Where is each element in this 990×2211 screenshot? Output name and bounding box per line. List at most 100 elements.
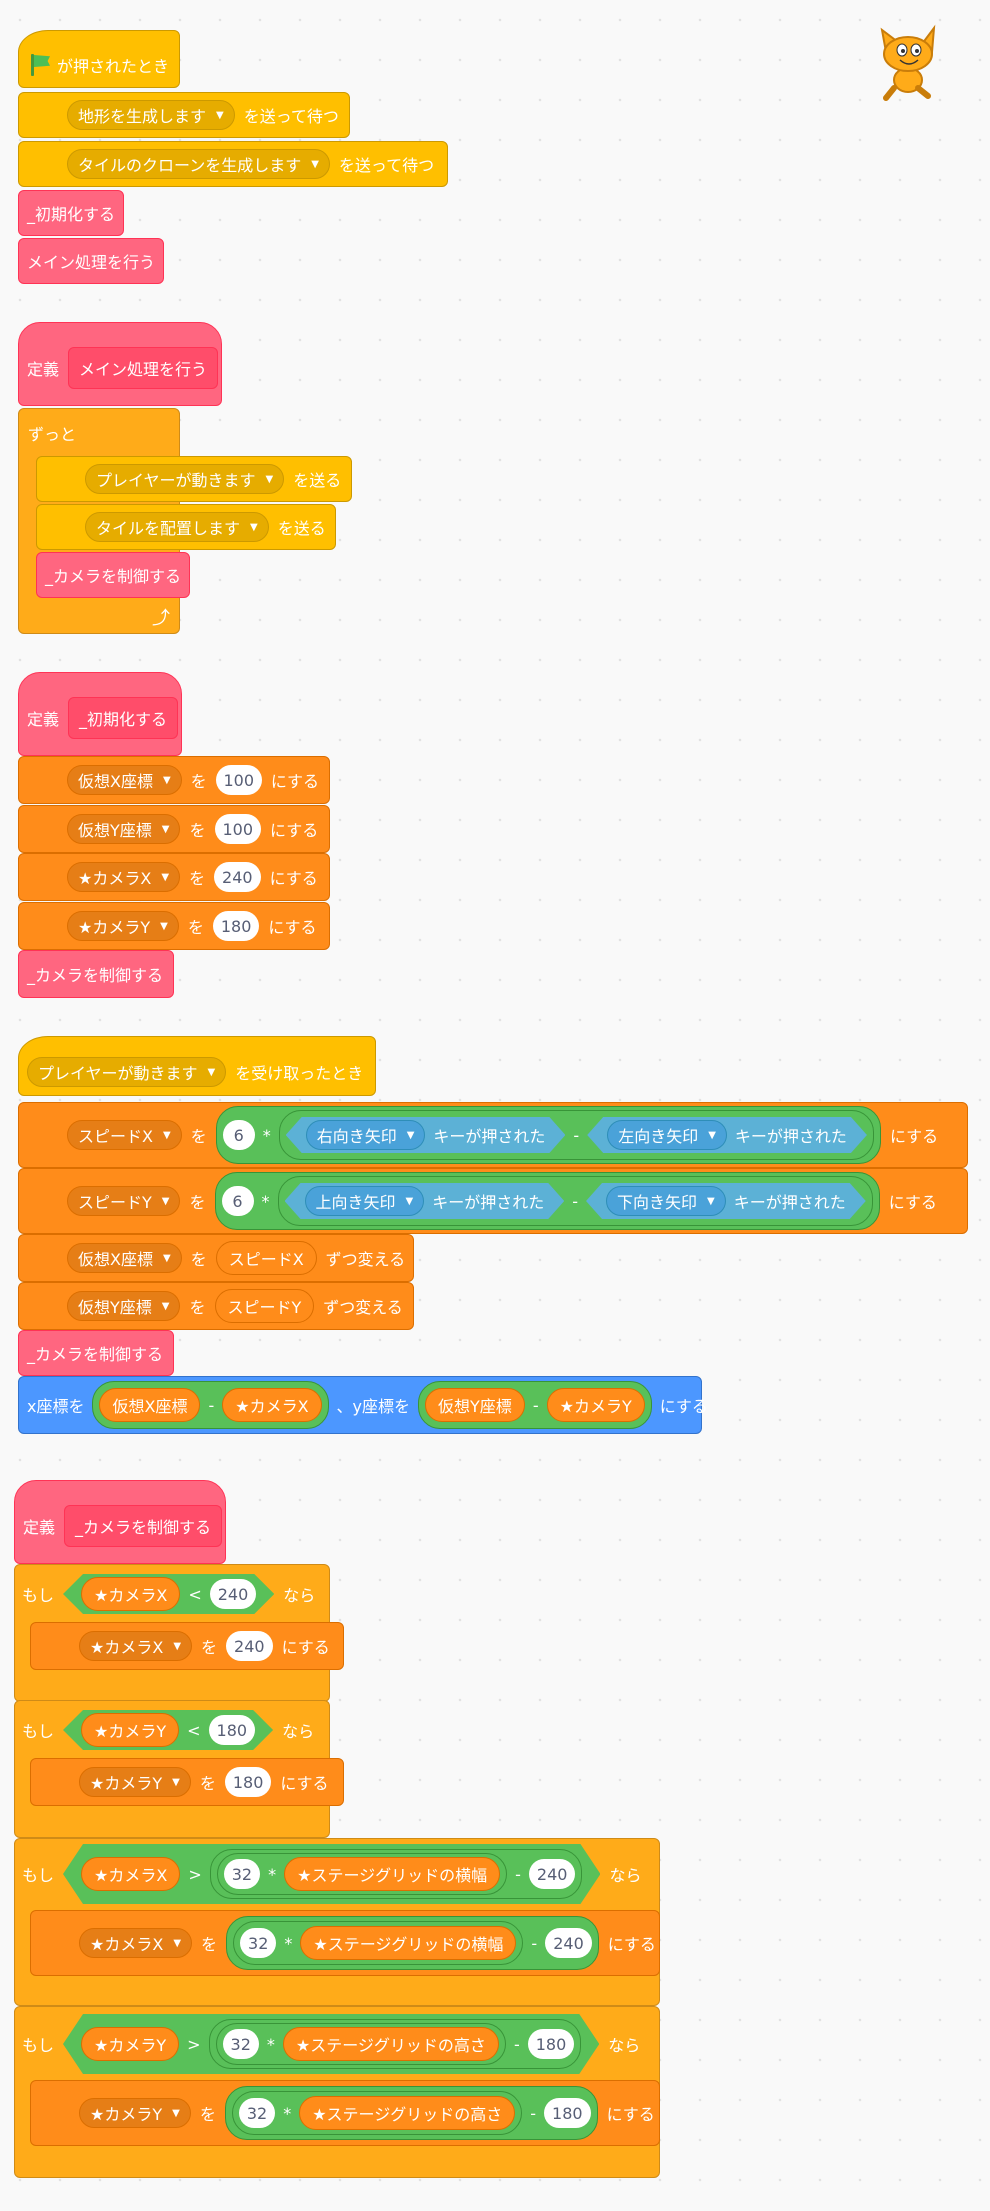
if-block[interactable]: もし ★カメラX < 240 なら [14,1566,330,1622]
multiply-operator[interactable]: 32 * ★ステージグリッドの横幅 [217,1853,507,1895]
variable-dropdown[interactable]: 仮想Y座標▼ [67,1291,181,1321]
key-dropdown[interactable]: 左向き矢印▼ [607,1120,727,1150]
number-input[interactable]: 32 [224,1859,260,1889]
variable-reporter[interactable]: 仮想X座標 [99,1388,201,1422]
define-hat[interactable]: 定義 _初期化する [18,672,182,756]
subtract-operator[interactable]: 仮想X座標 - ★カメラX [92,1381,329,1429]
variable-reporter[interactable]: ★ステージグリッドの横幅 [300,1926,517,1960]
if-block[interactable]: もし ★カメラX > 32 * ★ステージグリッドの横幅 - 240 なら [14,1840,660,1908]
set-speedx-block[interactable]: スピードX▼ を 6 * 右向き矢印▼ キーが押された - 左向き矢印▼ キーが… [18,1102,968,1168]
message-dropdown[interactable]: プレイヤーが動きます▼ [27,1057,227,1087]
broadcast-and-wait-block[interactable]: タイルのクローンを生成します▼ を送って待つ [18,141,448,187]
variable-dropdown[interactable]: 仮想Y座標▼ [67,814,181,844]
call-main-block[interactable]: メイン処理を行う [18,238,164,284]
call-camera-block[interactable]: _カメラを制御する [36,552,190,598]
number-input[interactable]: 240 [210,1579,257,1609]
variable-dropdown[interactable]: 仮想X座標▼ [67,765,182,795]
number-input[interactable]: 240 [545,1928,592,1958]
set-speedy-block[interactable]: スピードY▼ を 6 * 上向き矢印▼ キーが押された - 下向き矢印▼ キーが… [18,1168,968,1234]
message-dropdown[interactable]: タイルのクローンを生成します▼ [67,149,330,179]
subtract-operator[interactable]: 32 * ★ステージグリッドの高さ - 180 [224,2086,598,2140]
subtract-operator[interactable]: 上向き矢印▼ キーが押された - 下向き矢印▼ キーが押された [277,1176,873,1226]
set-variable-block[interactable]: 仮想X座標▼ を 100 にする [18,756,330,804]
less-than-operator[interactable]: ★カメラY < 180 [63,1710,273,1750]
broadcast-block[interactable]: プレイヤーが動きます▼ を送る [36,456,352,502]
variable-reporter[interactable]: スピードX [215,1241,317,1275]
subtract-operator[interactable]: 仮想Y座標 - ★カメラY [418,1381,652,1429]
define-hat[interactable]: 定義 _カメラを制御する [14,1480,226,1564]
key-pressed-sensor[interactable]: 右向き矢印▼ キーが押された [286,1117,566,1153]
value-input[interactable]: 240 [226,1631,273,1661]
number-input[interactable]: 6 [222,1120,255,1150]
variable-reporter[interactable]: ★カメラX [222,1388,322,1422]
procedure-prototype[interactable]: _初期化する [68,697,179,739]
when-flag-clicked-hat[interactable]: が押されたとき [18,30,180,88]
message-dropdown[interactable]: タイルを配置します▼ [85,512,269,542]
less-than-operator[interactable]: ★カメラX < 240 [63,1574,274,1614]
key-dropdown[interactable]: 下向き矢印▼ [606,1186,726,1216]
key-dropdown[interactable]: 上向き矢印▼ [305,1186,425,1216]
set-variable-block[interactable]: 仮想Y座標▼ を 100 にする [18,805,330,853]
broadcast-block[interactable]: タイルを配置します▼ を送る [36,504,336,550]
variable-reporter[interactable]: ★カメラY [81,1713,179,1747]
subtract-operator[interactable]: 32 * ★ステージグリッドの高さ - 180 [209,2019,582,2069]
variable-dropdown[interactable]: スピードY▼ [67,1186,181,1216]
broadcast-and-wait-block[interactable]: 地形を生成します▼ を送って待つ [18,92,350,138]
number-input[interactable]: 32 [238,2098,276,2128]
if-block[interactable]: もし ★カメラY > 32 * ★ステージグリッドの高さ - 180 なら [14,2010,660,2078]
key-pressed-sensor[interactable]: 上向き矢印▼ キーが押された [285,1183,565,1219]
number-input[interactable]: 180 [544,2098,591,2128]
message-dropdown[interactable]: 地形を生成します▼ [67,100,235,130]
variable-reporter[interactable]: ★カメラX [81,1857,180,1891]
set-variable-block[interactable]: ★カメラY▼ を 180 にする [30,1758,344,1806]
multiply-operator[interactable]: 6 * 上向き矢印▼ キーが押された - 下向き矢印▼ キーが押された [214,1172,880,1230]
variable-reporter[interactable]: 仮想Y座標 [425,1388,525,1422]
subtract-operator[interactable]: 32 * ★ステージグリッドの横幅 - 240 [226,1916,599,1970]
set-variable-block[interactable]: ★カメラY▼ を 180 にする [18,902,330,950]
number-input[interactable]: 240 [529,1859,576,1889]
variable-dropdown[interactable]: ★カメラY▼ [79,1767,191,1797]
number-input[interactable]: 180 [528,2029,575,2059]
message-dropdown[interactable]: プレイヤーが動きます▼ [85,464,285,494]
multiply-operator[interactable]: 32 * ★ステージグリッドの高さ [216,2023,506,2065]
variable-dropdown[interactable]: ★カメラX▼ [79,1631,193,1661]
number-input[interactable]: 32 [240,1928,277,1958]
variable-dropdown[interactable]: ★カメラY▼ [79,2098,191,2128]
call-init-block[interactable]: _初期化する [18,190,124,236]
subtract-operator[interactable]: 右向き矢印▼ キーが押された - 左向き矢印▼ キーが押された [278,1110,874,1160]
greater-than-operator[interactable]: ★カメラX > 32 * ★ステージグリッドの横幅 - 240 [63,1844,600,1904]
key-dropdown[interactable]: 右向き矢印▼ [306,1120,426,1150]
define-hat[interactable]: 定義 メイン処理を行う [18,322,222,406]
variable-dropdown[interactable]: スピードX▼ [67,1120,182,1150]
variable-dropdown[interactable]: ★カメラX▼ [67,862,181,892]
set-variable-block[interactable]: ★カメラY▼ を 32 * ★ステージグリッドの高さ - 180 にする [30,2080,660,2146]
procedure-prototype[interactable]: メイン処理を行う [68,347,219,389]
variable-dropdown[interactable]: ★カメラY▼ [67,911,179,941]
call-camera-block[interactable]: _カメラを制御する [18,950,174,998]
variable-dropdown[interactable]: 仮想X座標▼ [67,1243,182,1273]
set-variable-block[interactable]: ★カメラX▼ を 32 * ★ステージグリッドの横幅 - 240 にする [30,1910,660,1976]
value-input[interactable]: 100 [215,765,262,795]
key-pressed-sensor[interactable]: 下向き矢印▼ キーが押された [586,1183,866,1219]
goto-xy-block[interactable]: x座標を 仮想X座標 - ★カメラX 、y座標を 仮想Y座標 - ★カメラY に… [18,1376,708,1434]
value-input[interactable]: 180 [212,911,260,941]
when-receive-hat[interactable]: プレイヤーが動きます▼ を受け取ったとき [18,1036,376,1096]
subtract-operator[interactable]: 32 * ★ステージグリッドの横幅 - 240 [210,1849,583,1899]
variable-reporter[interactable]: ★カメラY [81,2027,179,2061]
if-block[interactable]: もし ★カメラY < 180 なら [14,1702,330,1758]
variable-dropdown[interactable]: ★カメラX▼ [79,1928,193,1958]
number-input[interactable]: 180 [209,1715,256,1745]
key-pressed-sensor[interactable]: 左向き矢印▼ キーが押された [587,1117,867,1153]
greater-than-operator[interactable]: ★カメラY > 32 * ★ステージグリッドの高さ - 180 [63,2014,599,2074]
change-variable-block[interactable]: 仮想Y座標▼ を スピードY ずつ変える [18,1282,414,1330]
variable-reporter[interactable]: ★カメラX [81,1577,180,1611]
change-variable-block[interactable]: 仮想X座標▼ を スピードX ずつ変える [18,1234,414,1282]
set-variable-block[interactable]: ★カメラX▼ を 240 にする [18,853,330,901]
value-input[interactable]: 180 [224,1767,272,1797]
variable-reporter[interactable]: ★カメラY [546,1388,645,1422]
number-input[interactable]: 6 [221,1186,254,1216]
multiply-operator[interactable]: 32 * ★ステージグリッドの高さ [231,2091,523,2135]
variable-reporter[interactable]: ★ステージグリッドの横幅 [284,1857,500,1891]
variable-reporter[interactable]: ★ステージグリッドの高さ [283,2027,499,2061]
number-input[interactable]: 32 [223,2029,259,2059]
